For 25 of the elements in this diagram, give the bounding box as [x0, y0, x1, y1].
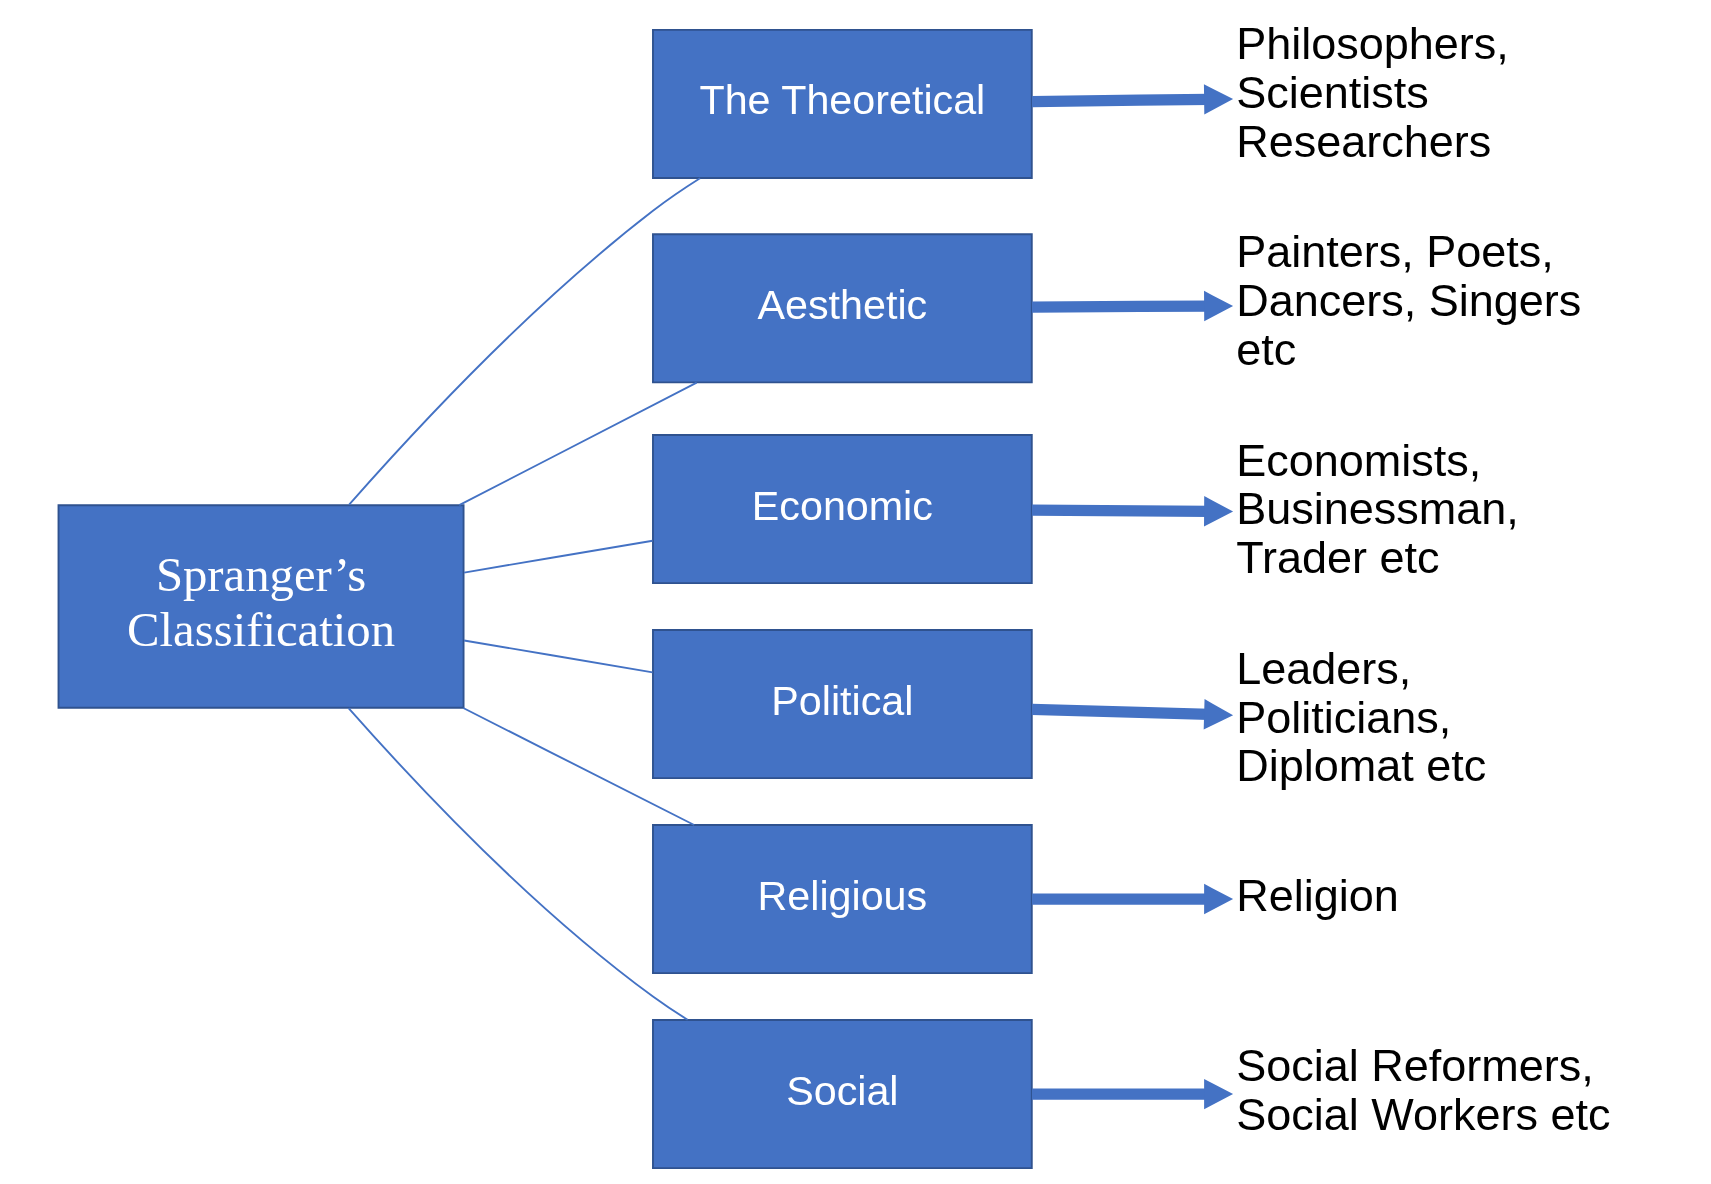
arrow — [1031, 290, 1234, 322]
node-box: Social — [652, 1019, 1033, 1170]
arrow — [1031, 883, 1234, 915]
arrow — [1031, 84, 1234, 115]
node-box: Political — [652, 629, 1033, 780]
connector — [463, 639, 654, 674]
node-text: Social Reformers, Social Workers etc — [1236, 1040, 1611, 1141]
connector — [347, 707, 689, 1021]
arrow — [1031, 1078, 1234, 1110]
connector — [458, 381, 698, 507]
node-text: Religion — [1236, 869, 1399, 921]
connector — [462, 707, 696, 826]
node-box: Aesthetic — [652, 233, 1033, 384]
node-text: Economists, Businessman, Trader etc — [1236, 434, 1519, 584]
connector — [348, 177, 701, 506]
node-box: Spranger’s Classification — [57, 504, 465, 709]
arrow — [1031, 699, 1234, 730]
node-text: Leaders, Politicians, Diplomat etc — [1236, 642, 1487, 792]
node-text: Philosophers, Scientists Researchers — [1236, 18, 1509, 167]
node-text: Painters, Poets, Dancers, Singers etc — [1236, 226, 1582, 375]
node-box: Religious — [652, 824, 1033, 975]
node-box: The Theoretical — [652, 28, 1033, 179]
node-box: Economic — [652, 434, 1033, 585]
connector — [463, 539, 654, 574]
arrow — [1031, 496, 1234, 527]
